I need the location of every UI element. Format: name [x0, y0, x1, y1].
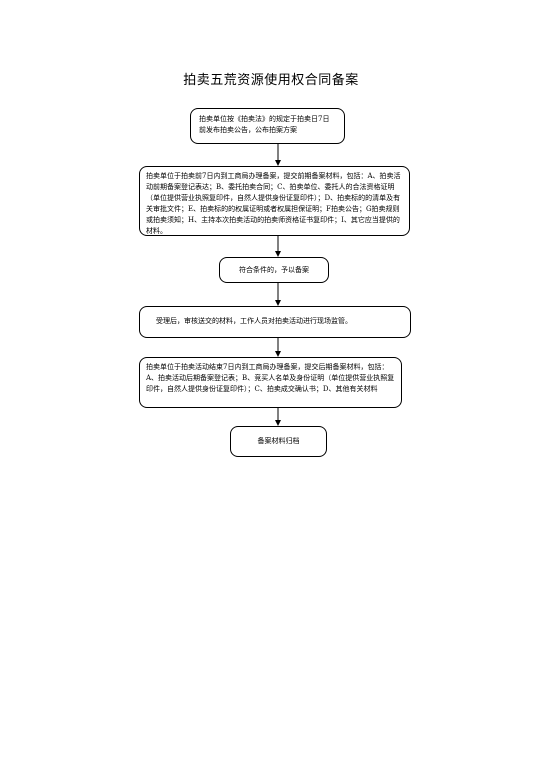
flow-step-approve: 符合条件的，予以备案 [219, 257, 329, 283]
flow-step-post-filing: 拍卖单位于拍卖活动结束7日内到工商局办理备案，提交后期备案材料，包括：A、拍卖活… [139, 357, 402, 408]
page-title: 拍卖五荒资源使用权合同备案 [183, 73, 359, 88]
flow-step-announce: 拍卖单位按《拍卖法》的规定于拍卖日7日前发布拍卖公告，公布拍案方案 [190, 108, 345, 144]
flow-step-supervise: 受理后，审核送交的材料，工作人员对拍卖活动进行现场监管。 [139, 306, 411, 338]
flow-step-pre-filing: 拍卖单位于拍卖前7日内到工商局办理备案，提交前期备案材料，包括：A、拍卖活动前期… [139, 166, 410, 236]
flow-step-archive: 备案材料归档 [230, 426, 327, 457]
